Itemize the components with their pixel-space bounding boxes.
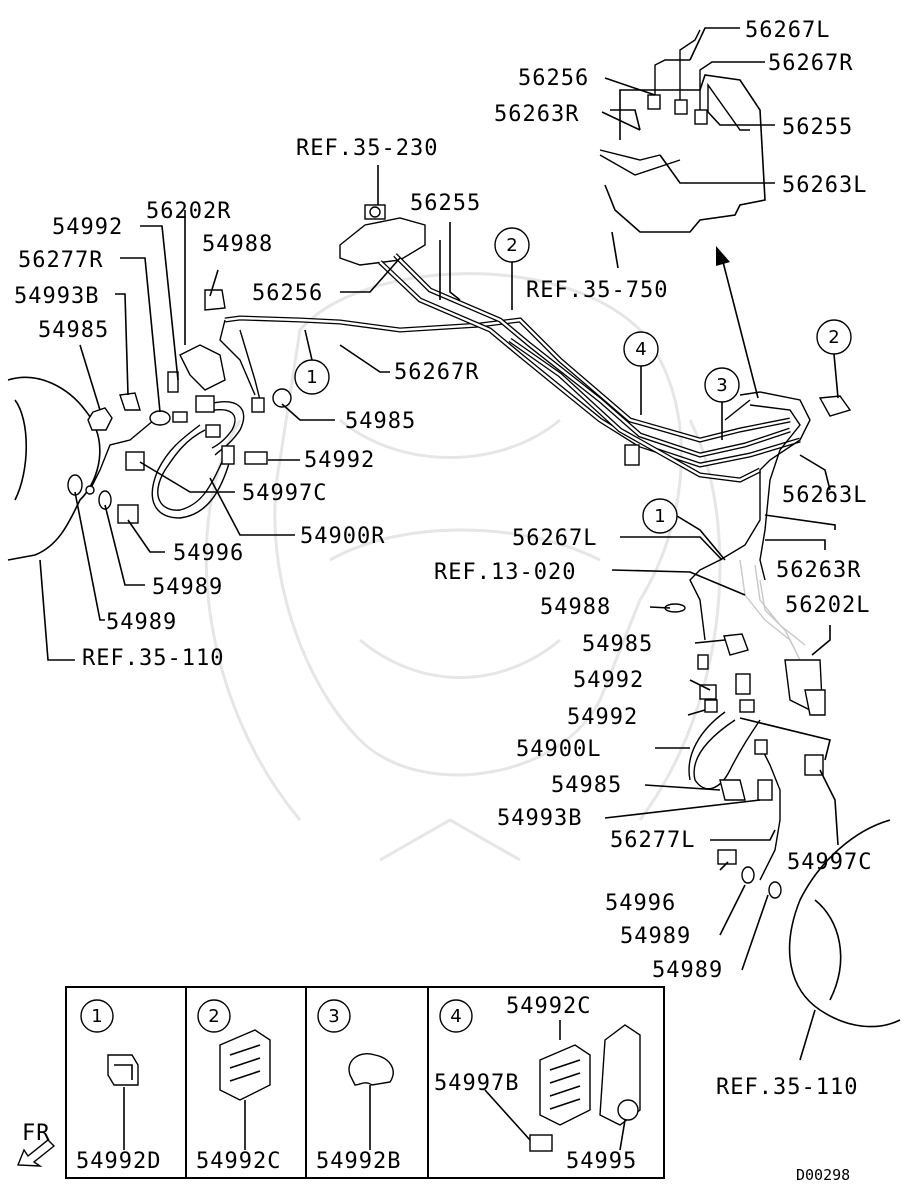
label-c33: 54992 — [573, 668, 644, 693]
legend-item-2: 2 54992C — [196, 999, 281, 1174]
label-c3: 56267R — [768, 51, 853, 76]
marker-4-label: 2 — [828, 327, 839, 348]
legend-item-4: 4 54992C 54997B 54995 — [434, 994, 641, 1174]
label-c17: 56267R — [394, 360, 479, 385]
right-ghost-pipes — [739, 559, 806, 661]
legend-num-4: 4 — [450, 1006, 461, 1027]
label-c35: 54900L — [516, 737, 601, 762]
legend-part-2: 54992C — [196, 1149, 281, 1174]
front-indicator: FR — [16, 1121, 56, 1167]
legend-part-4: 54995 — [566, 1149, 637, 1174]
label-c9: 54992 — [52, 215, 123, 240]
diagram-code: D00298 — [796, 1166, 850, 1184]
label-c10: 56202R — [146, 199, 231, 224]
right-hose-assembly — [624, 395, 852, 899]
label-c14: REF.35-750 — [526, 278, 668, 303]
label-c32: 54985 — [582, 632, 653, 657]
label-c36: 54985 — [551, 773, 622, 798]
label-c2: 56256 — [518, 66, 589, 91]
marker-2-label: 4 — [635, 339, 646, 360]
label-c28: 56263R — [776, 558, 861, 583]
label-c22: 54900R — [300, 524, 385, 549]
legend-num-2: 2 — [208, 1006, 219, 1027]
marker-1-label: 2 — [506, 235, 517, 256]
legend-num-1: 1 — [91, 1006, 102, 1027]
label-c43: REF.35-110 — [716, 1075, 858, 1100]
label-c37: 54993B — [497, 806, 582, 831]
marker-3-label: 3 — [716, 375, 727, 396]
label-c31: 56202L — [785, 593, 870, 618]
label-c40: 54996 — [605, 891, 676, 916]
label-c29: REF.13-020 — [434, 560, 576, 585]
label-c15: 54993B — [14, 284, 99, 309]
legend-part-3: 54992B — [316, 1149, 401, 1174]
hydraulic-unit — [599, 29, 766, 269]
label-c34: 54992 — [567, 705, 638, 730]
label-c7: REF.35-230 — [296, 136, 438, 161]
front-arrow-icon — [16, 1139, 56, 1167]
legend-box: 1 54992D 2 54992C 3 54992B 4 — [65, 986, 665, 1179]
part-labels: 56267L 56256 56267R 56263R 56255 56263L … — [14, 18, 872, 1100]
label-c1: 56267L — [745, 18, 830, 43]
label-c11: 54988 — [202, 232, 273, 257]
marker-5-label: 1 — [306, 367, 317, 388]
direction-arrow — [716, 246, 759, 399]
legend-item-1: 1 54992D — [76, 999, 161, 1174]
legend-sub-part-1: 54992C — [506, 994, 591, 1019]
label-c8: 56255 — [410, 191, 481, 216]
label-c20: 54997C — [242, 481, 327, 506]
marker-circles: 2 4 3 2 1 1 — [294, 227, 852, 561]
leader-lines — [74, 27, 839, 971]
label-c24: 54989 — [106, 610, 177, 635]
label-c41: 54989 — [620, 924, 691, 949]
label-c16: 54985 — [38, 318, 109, 343]
label-c5: 56255 — [782, 115, 853, 140]
label-c23: 54989 — [152, 575, 223, 600]
label-c4: 56263R — [494, 102, 579, 127]
label-c19: 54992 — [304, 448, 375, 473]
label-c30: 54988 — [540, 595, 611, 620]
label-c13: 56256 — [252, 281, 323, 306]
label-c21: 54996 — [173, 541, 244, 566]
label-c42: 54989 — [652, 958, 723, 983]
label-c39: 54997C — [787, 850, 872, 875]
label-c25: REF.35-110 — [82, 646, 224, 671]
label-c27: 56267L — [512, 526, 597, 551]
master-cylinder — [339, 165, 426, 266]
right-knuckle — [788, 819, 901, 1061]
left-hose-assembly — [67, 289, 292, 524]
label-c6: 56263L — [782, 173, 867, 198]
left-knuckle — [7, 376, 101, 661]
label-c12: 56277R — [18, 248, 103, 273]
label-c26: 56263L — [782, 483, 867, 508]
label-c38: 56277L — [610, 828, 695, 853]
label-c18: 54985 — [345, 409, 416, 434]
legend-part-1: 54992D — [76, 1149, 161, 1174]
legend-item-3: 3 54992B — [316, 999, 401, 1174]
legend-num-3: 3 — [328, 1006, 339, 1027]
marker-6-label: 1 — [654, 506, 665, 527]
main-pipes — [219, 253, 811, 641]
legend-sub-part-2: 54997B — [434, 1071, 519, 1096]
